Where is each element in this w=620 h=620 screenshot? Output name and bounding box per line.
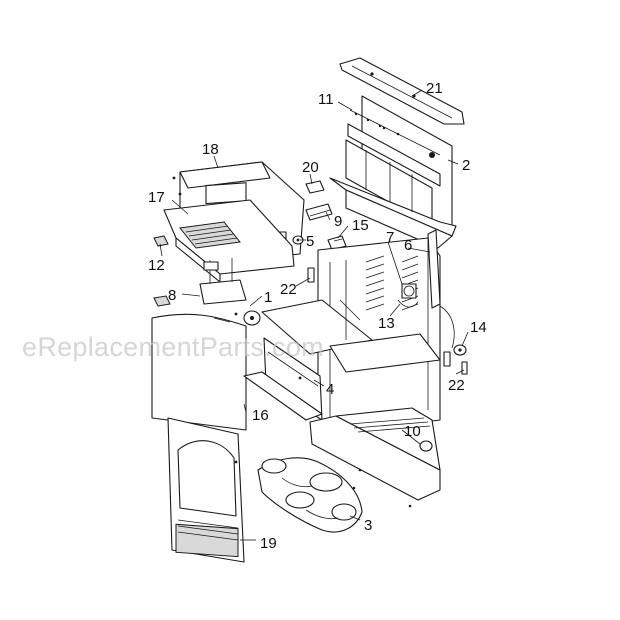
leader-lines — [159, 89, 469, 541]
callout-labels: 21 11 2 18 20 17 9 15 5 7 6 12 22 8 1 13… — [148, 80, 487, 552]
callout-13[interactable]: 13 — [378, 315, 395, 332]
part-7-motor[interactable] — [401, 283, 417, 299]
callout-15[interactable]: 15 — [352, 217, 369, 234]
callout-1[interactable]: 1 — [264, 289, 272, 306]
callout-19[interactable]: 19 — [260, 535, 277, 552]
part-2-top-shield[interactable] — [329, 95, 457, 249]
callout-14[interactable]: 14 — [470, 319, 487, 336]
part-20-clip[interactable] — [305, 180, 325, 194]
callout-5[interactable]: 5 — [306, 233, 314, 250]
callout-20[interactable]: 20 — [302, 159, 319, 176]
watermark-text: eReplacementParts.com — [22, 332, 324, 362]
part-22-screw-left[interactable] — [307, 267, 315, 283]
part-10-burner-tray[interactable] — [309, 407, 441, 508]
part-17-control-panel[interactable] — [163, 199, 295, 283]
part-12-button[interactable] — [153, 235, 169, 247]
part-1-valve[interactable] — [199, 258, 261, 326]
callout-10[interactable]: 10 — [404, 423, 421, 440]
callout-11[interactable]: 11 — [318, 91, 334, 108]
part-13-wiring[interactable] — [397, 299, 419, 308]
callout-17[interactable]: 17 — [148, 189, 165, 206]
callout-4[interactable]: 4 — [326, 381, 334, 398]
part-22-screw-right[interactable] — [461, 361, 468, 375]
part-6-side-bracket[interactable] — [427, 229, 441, 309]
callout-8[interactable]: 8 — [168, 287, 176, 304]
callout-16[interactable]: 16 — [252, 407, 269, 424]
callout-9[interactable]: 9 — [334, 213, 342, 230]
callout-22b[interactable]: 22 — [448, 377, 465, 394]
part-3-log-set[interactable] — [257, 457, 363, 533]
callout-21[interactable]: 21 — [426, 80, 443, 97]
callout-6[interactable]: 6 — [404, 237, 412, 254]
callout-18[interactable]: 18 — [202, 141, 219, 158]
part-8-bracket[interactable] — [153, 295, 171, 307]
callout-2[interactable]: 2 — [462, 157, 470, 174]
callout-22a[interactable]: 22 — [280, 281, 297, 298]
callout-12[interactable]: 12 — [148, 257, 165, 274]
callout-3[interactable]: 3 — [364, 517, 372, 534]
callout-7[interactable]: 7 — [386, 229, 394, 246]
part-19-front-frame[interactable] — [167, 417, 245, 563]
part-14-sensor[interactable] — [439, 305, 467, 367]
part-9-bracket[interactable] — [305, 203, 333, 221]
part-11-screws[interactable] — [349, 109, 441, 156]
part-15-switch[interactable] — [327, 235, 347, 251]
